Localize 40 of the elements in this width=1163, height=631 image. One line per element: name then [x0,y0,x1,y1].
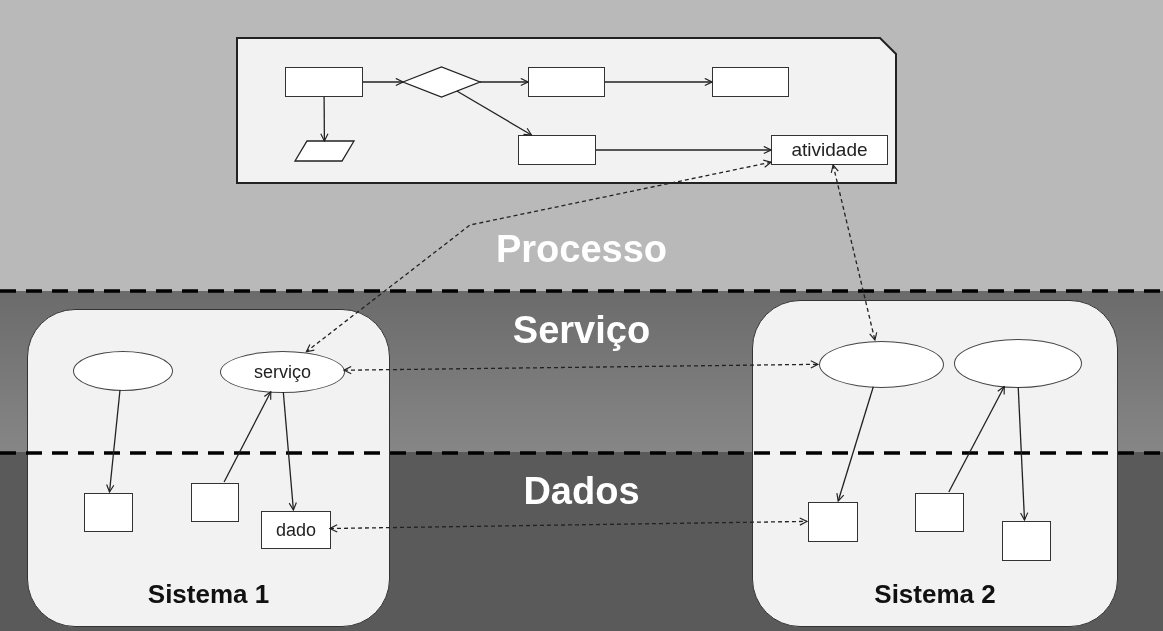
process-box [1002,521,1051,561]
arrow [604,77,713,87]
node-label: atividade [791,139,868,161]
arrow [362,77,404,87]
activity-box [771,135,888,165]
arrow [320,96,329,142]
decision-diamond [403,67,480,97]
node-label: dado [275,519,316,541]
arrow [948,385,1005,493]
dashed-arrow [343,360,819,375]
data-parallelogram [295,141,354,161]
arrow [1017,386,1029,521]
dashed-arrow [305,159,772,353]
system-panel [752,300,1118,627]
layer-label: Processo [494,228,669,271]
process-box [528,67,605,97]
dashed-arrow [329,517,808,533]
process-box [518,135,596,165]
node-label: serviço [254,361,311,383]
process-box [84,493,133,532]
data-box [261,511,331,549]
arrow [479,77,529,87]
arrow [456,90,533,136]
system-label: Sistema 1 [146,579,271,610]
process-box [915,493,964,532]
layer-label: Serviço [511,309,652,352]
system-panel [27,309,390,627]
arrow [836,386,874,502]
process-frame [237,38,896,183]
arrow [595,145,772,155]
arrow [282,391,297,511]
dashed-arrow [830,164,878,341]
process-box [191,483,239,522]
system-label: Sistema 2 [873,579,997,610]
process-box [285,67,363,97]
process-box [808,502,858,542]
arrow [106,389,121,493]
layer-label: Dados [522,470,641,513]
arrow [223,391,272,483]
process-box [712,67,789,97]
